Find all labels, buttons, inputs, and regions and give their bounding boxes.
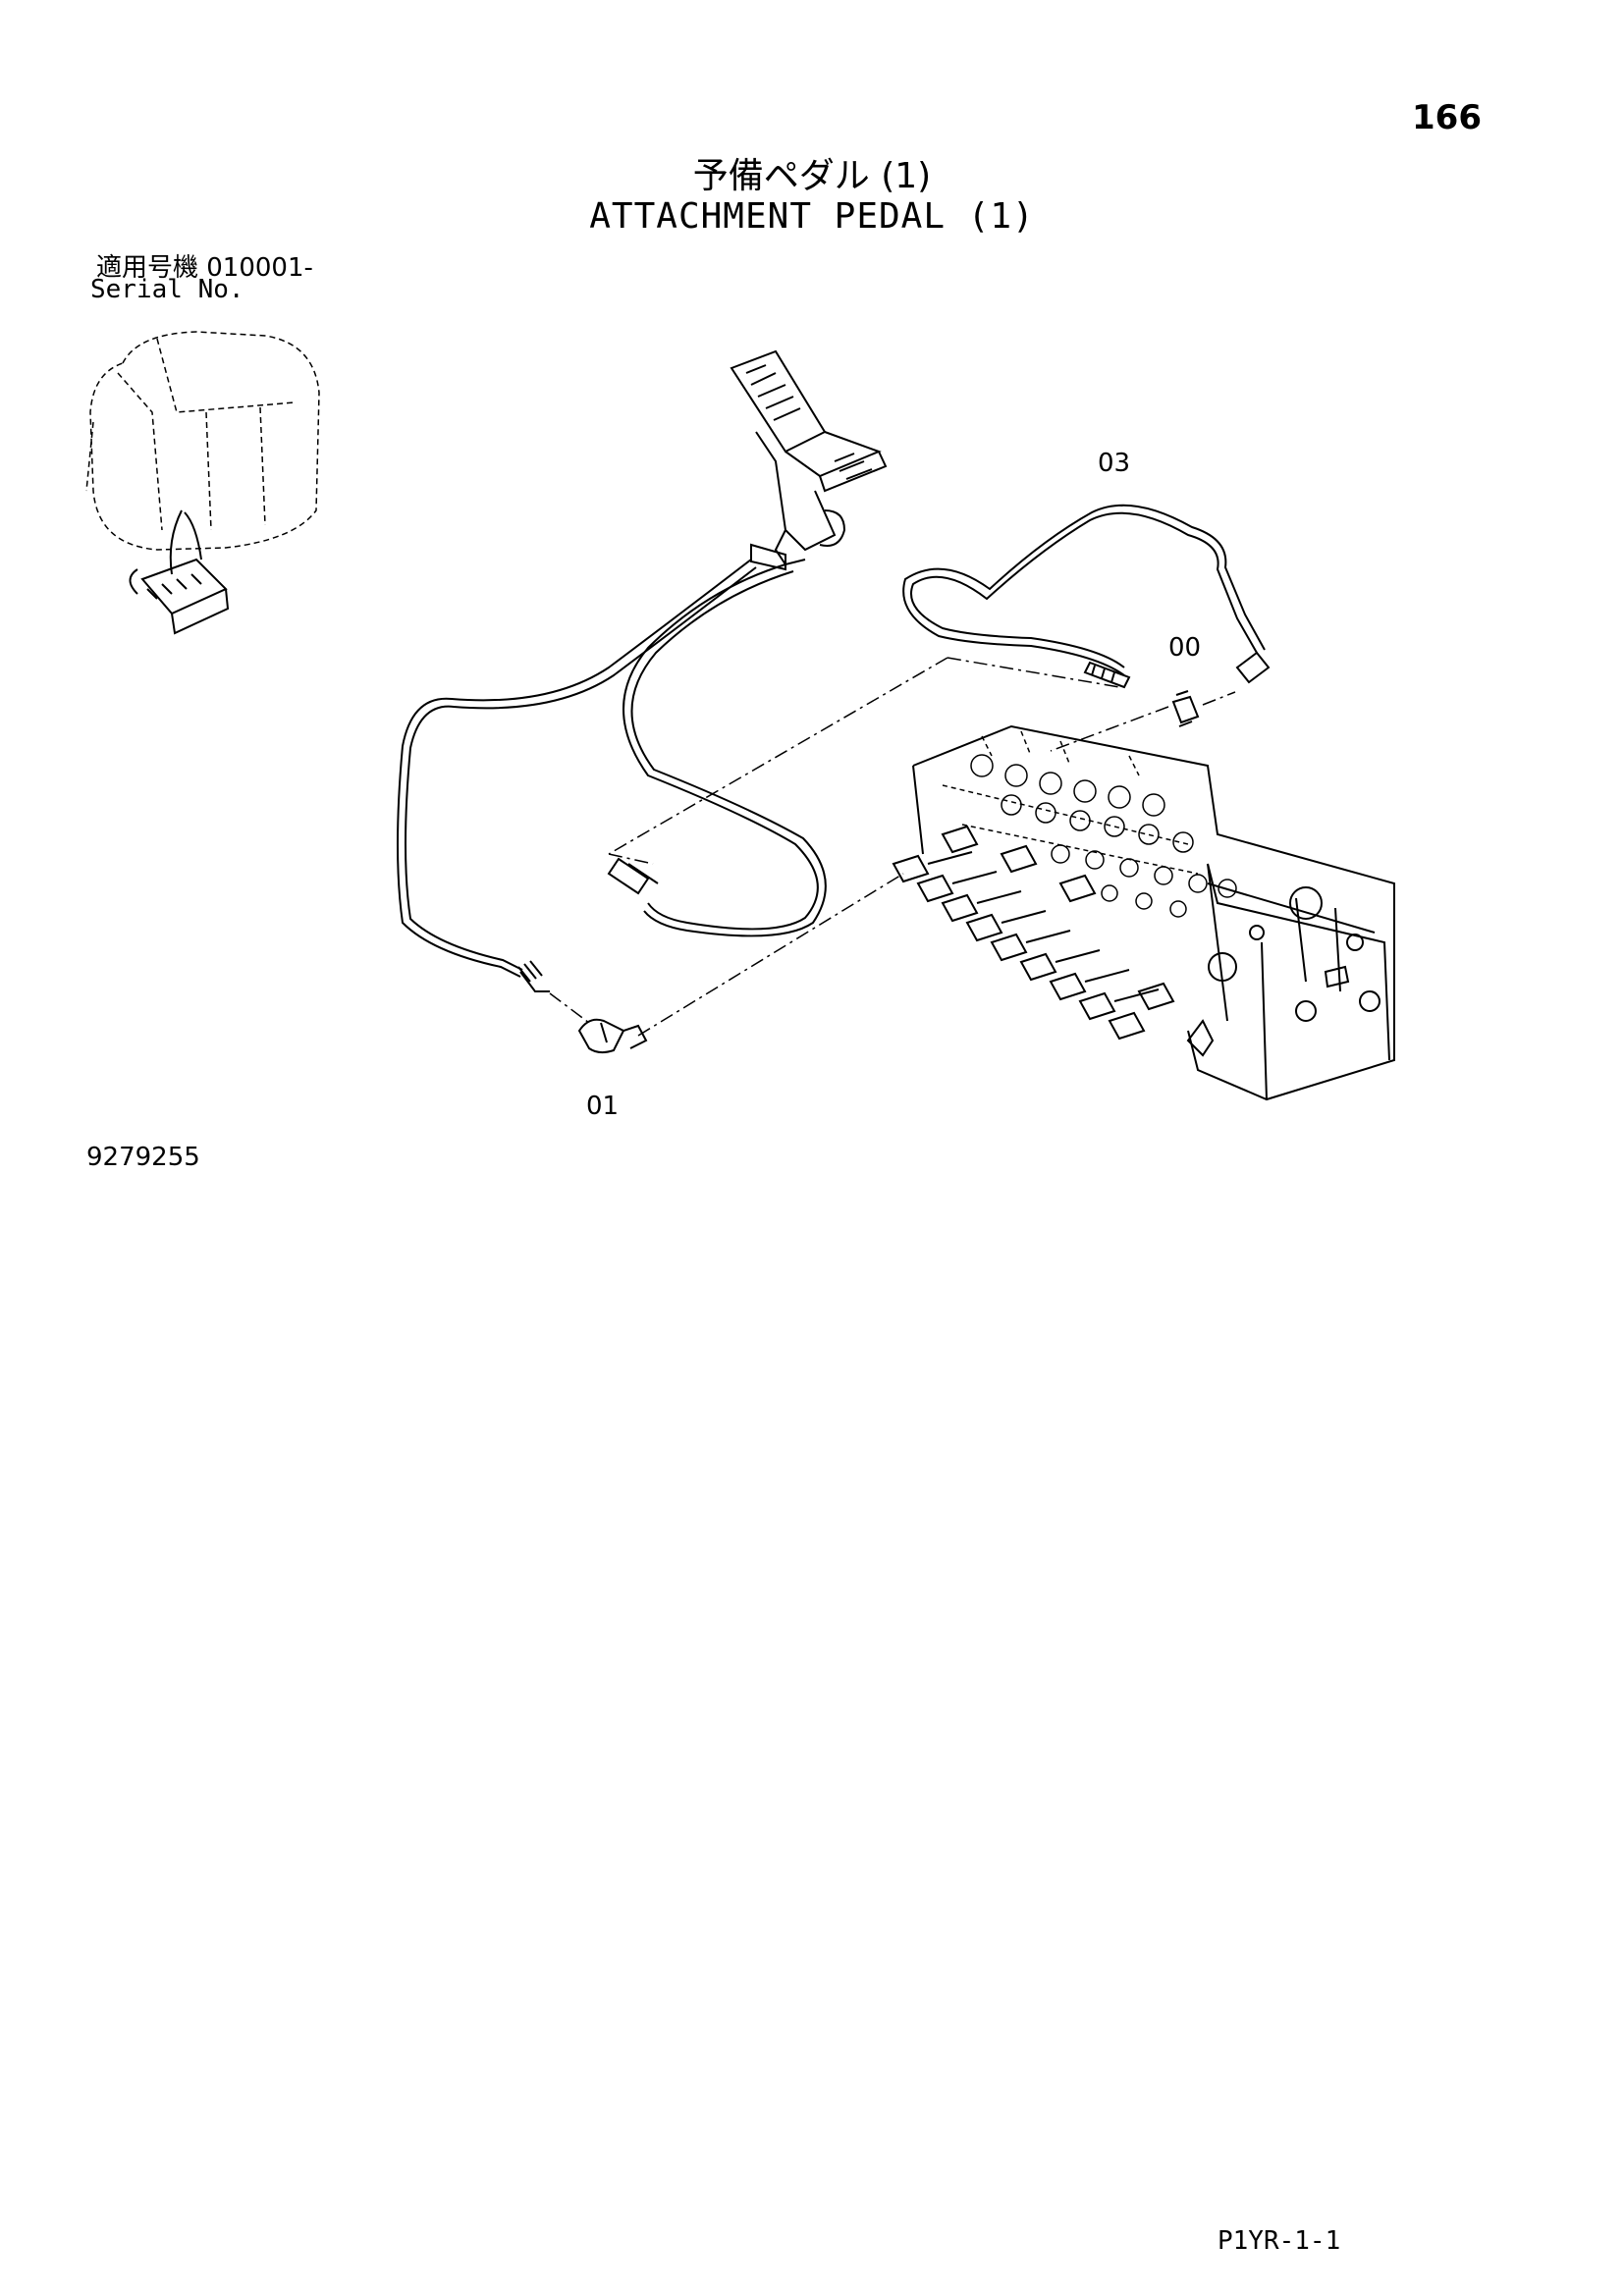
callout-03: 03 [1098, 449, 1130, 478]
elbow-fitting-01 [577, 1018, 648, 1054]
callout-labels: 03 00 01 [586, 449, 1201, 1121]
serial-label-english: Serial No. [90, 275, 244, 304]
callout-00: 00 [1168, 633, 1201, 663]
pipe-03 [902, 504, 1271, 689]
cab-valve-highlight [129, 509, 230, 635]
serial-label-japanese: 適用号機 010001- [96, 253, 313, 283]
drawing-number: 9279255 [86, 1143, 200, 1172]
page-number: 166 [1412, 98, 1482, 137]
attachment-pedal [730, 349, 888, 571]
hose-line-01 [397, 559, 757, 992]
cab-locator-thumbnail [85, 331, 320, 551]
leader-lines [549, 657, 1236, 1037]
page-title-english: ATTACHMENT PEDAL (1) [589, 196, 1035, 237]
callout-01: 01 [586, 1092, 619, 1121]
control-valve [892, 724, 1395, 1101]
page-title-japanese: 予備ペダル (1) [692, 156, 932, 196]
footer-code: P1YR-1-1 [1218, 2226, 1341, 2256]
hose-line-pilot [607, 563, 827, 937]
adapter-00 [1171, 690, 1200, 727]
